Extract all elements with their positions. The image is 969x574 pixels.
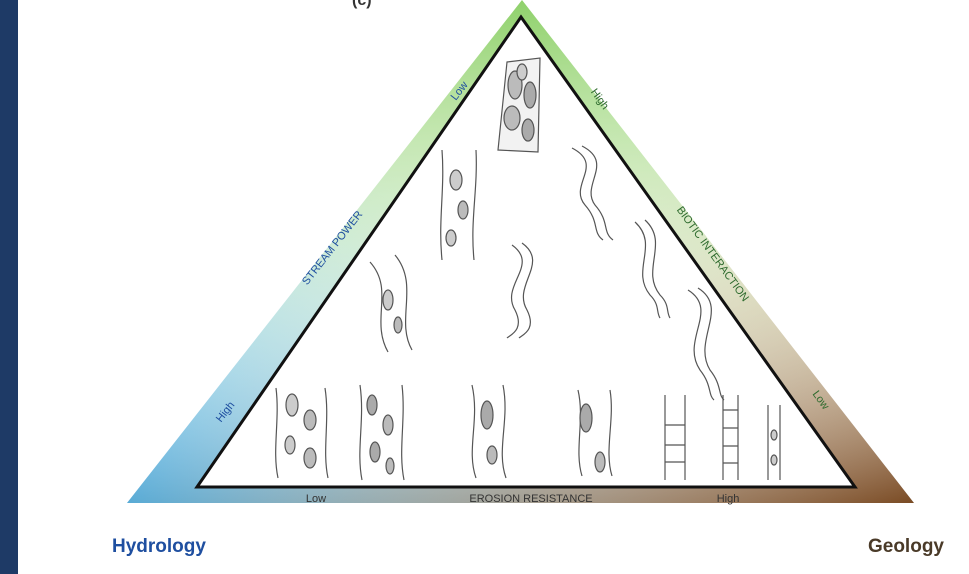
bottom-axis-title: EROSION RESISTANCE bbox=[469, 493, 592, 505]
bottom-axis-low: Low bbox=[306, 493, 326, 505]
corner-hydrology: Hydrology bbox=[112, 536, 206, 557]
corner-geology: Geology bbox=[868, 536, 944, 557]
panel-label-fragment: (c) bbox=[352, 0, 372, 9]
bottom-axis-high: High bbox=[717, 493, 740, 505]
